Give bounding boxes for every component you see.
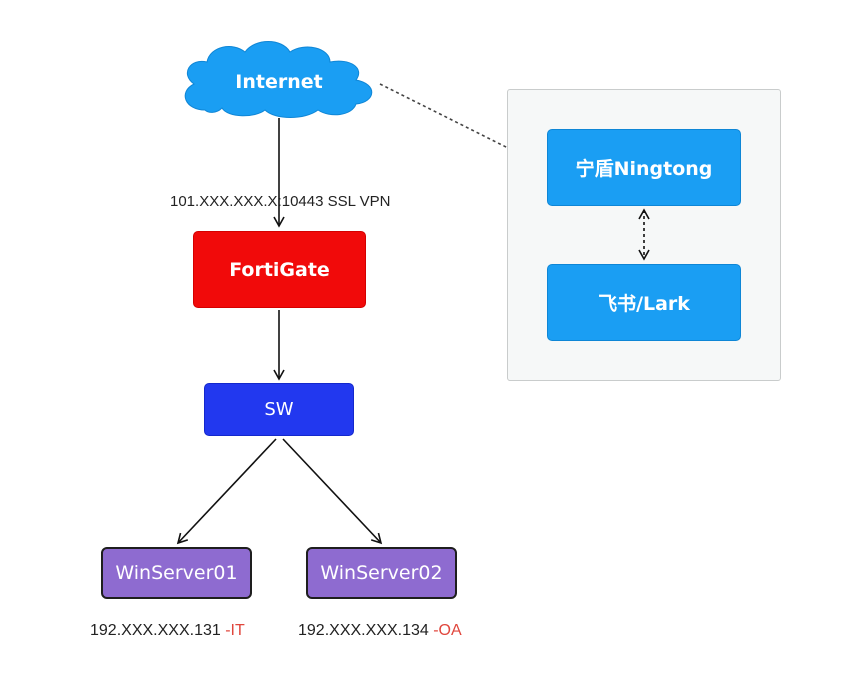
- winserver01-ip: 192.XXX.XXX.131: [90, 622, 221, 639]
- winserver01-role: -IT: [225, 622, 245, 639]
- winserver02-ip: 192.XXX.XXX.134: [298, 622, 429, 639]
- vpn-address-label: 101.XXX.XXX.X:10443 SSL VPN: [170, 193, 391, 210]
- sw-node[interactable]: SW: [204, 383, 354, 436]
- winserver01-node[interactable]: WinServer01: [101, 547, 252, 599]
- edge-sw-winserver01: [176, 438, 277, 545]
- nington-node[interactable]: 宁盾Ningtong: [547, 129, 741, 206]
- internet-label: Internet: [235, 71, 323, 93]
- winserver02-role: -OA: [433, 622, 462, 639]
- lark-node[interactable]: 飞书/Lark: [547, 264, 741, 341]
- winserver02-ip-label: 192.XXX.XXX.134 -OA: [298, 622, 462, 640]
- winserver02-node[interactable]: WinServer02: [306, 547, 457, 599]
- edge-sw-winserver02: [282, 438, 383, 545]
- internet-cloud-icon: [184, 41, 373, 118]
- fortigate-node[interactable]: FortiGate: [193, 231, 366, 308]
- winserver01-ip-label: 192.XXX.XXX.131 -IT: [90, 622, 245, 640]
